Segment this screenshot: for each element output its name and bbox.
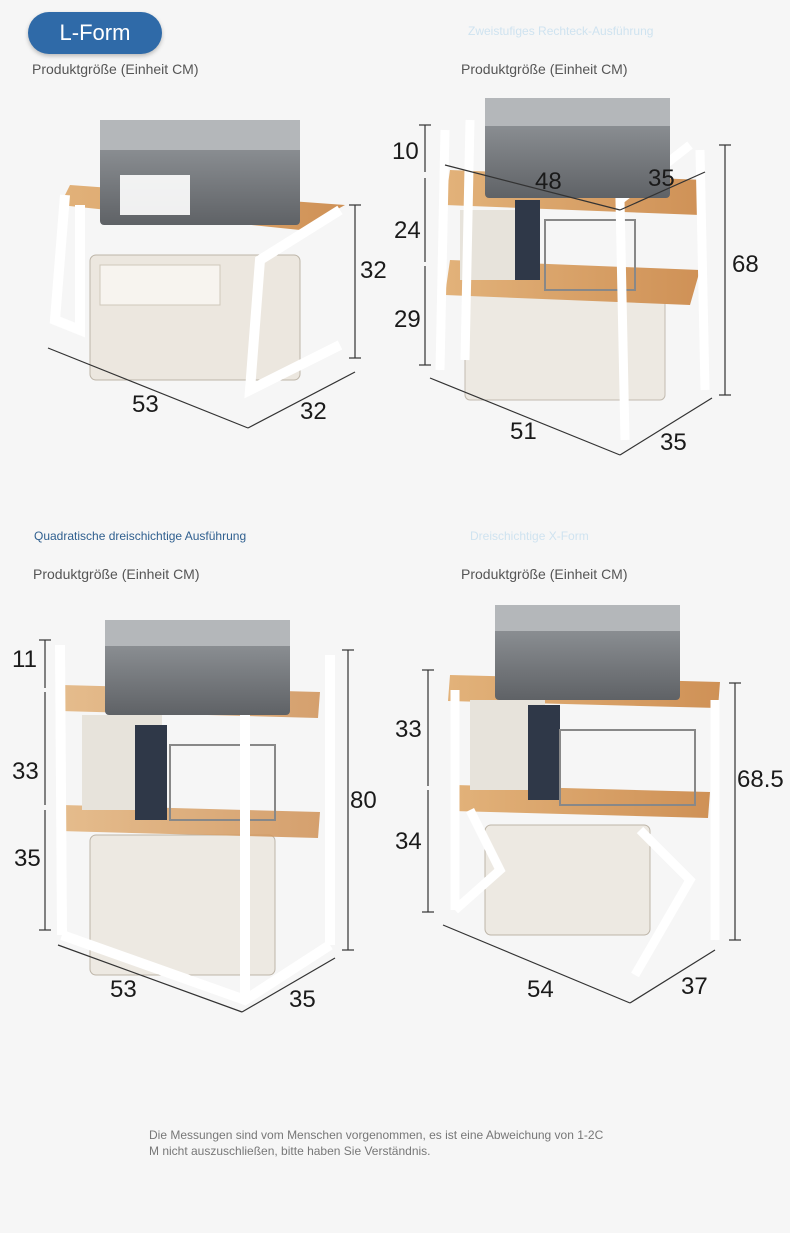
panel3-dim-top: 11 (12, 646, 37, 673)
panel1-caption: Produktgröße (Einheit CM) (32, 61, 199, 77)
panel1-dim-depth: 32 (300, 398, 327, 425)
measurement-note-line2: M nicht auszuschließen, bitte haben Sie … (149, 1144, 431, 1158)
panel2-dim-height: 68 (732, 251, 759, 278)
panel1-dim-width: 53 (132, 391, 159, 418)
panel2-dim-middle: 24 (394, 217, 421, 244)
panel2-dim-depth-top: 35 (648, 165, 675, 192)
panel2-caption: Produktgröße (Einheit CM) (461, 61, 628, 77)
panel2-dim-width: 51 (510, 418, 537, 445)
panel3-illustration (55, 620, 335, 1006)
panel4-illustration (448, 605, 720, 978)
panel4-dim-bottom: 34 (395, 828, 422, 855)
panel3-dim-middle: 33 (12, 758, 39, 785)
l-form-badge: L-Form (28, 12, 162, 54)
panel4-subtitle: Dreischichtige X-Form (470, 529, 589, 543)
panel3-dim-width: 53 (110, 976, 137, 1003)
panel3-caption: Produktgröße (Einheit CM) (33, 566, 200, 582)
panel4-dim-width: 54 (527, 976, 554, 1003)
panel4-dim-depth: 37 (681, 973, 708, 1000)
dimension-lines (39, 124, 741, 1013)
panel3-subtitle: Quadratische dreischichtige Ausführung (34, 529, 247, 543)
panel3-dim-bottom: 35 (14, 845, 41, 872)
panel2-dim-width-top: 48 (535, 168, 562, 195)
panel2-subtitle: Zweistufiges Rechteck-Ausführung (468, 24, 654, 38)
panel3-dim-depth: 35 (289, 986, 316, 1013)
panel1-illustration (49, 120, 345, 399)
panel4-dim-middle: 33 (395, 716, 422, 743)
measurement-note: Die Messungen sind vom Menschen vorgenom… (149, 1127, 629, 1159)
panel2-dim-bottom: 29 (394, 306, 421, 333)
panel2-dim-depth: 35 (660, 429, 687, 456)
panel4-caption: Produktgröße (Einheit CM) (461, 566, 628, 582)
panel3-dim-height: 80 (350, 787, 377, 814)
panel4-dim-height: 68.5 (737, 766, 784, 793)
panel2-illustration (435, 98, 710, 441)
panel1-dim-height: 32 (360, 257, 387, 284)
panel2-dim-top: 10 (392, 138, 419, 165)
measurement-note-line1: Die Messungen sind vom Menschen vorgenom… (149, 1128, 604, 1142)
